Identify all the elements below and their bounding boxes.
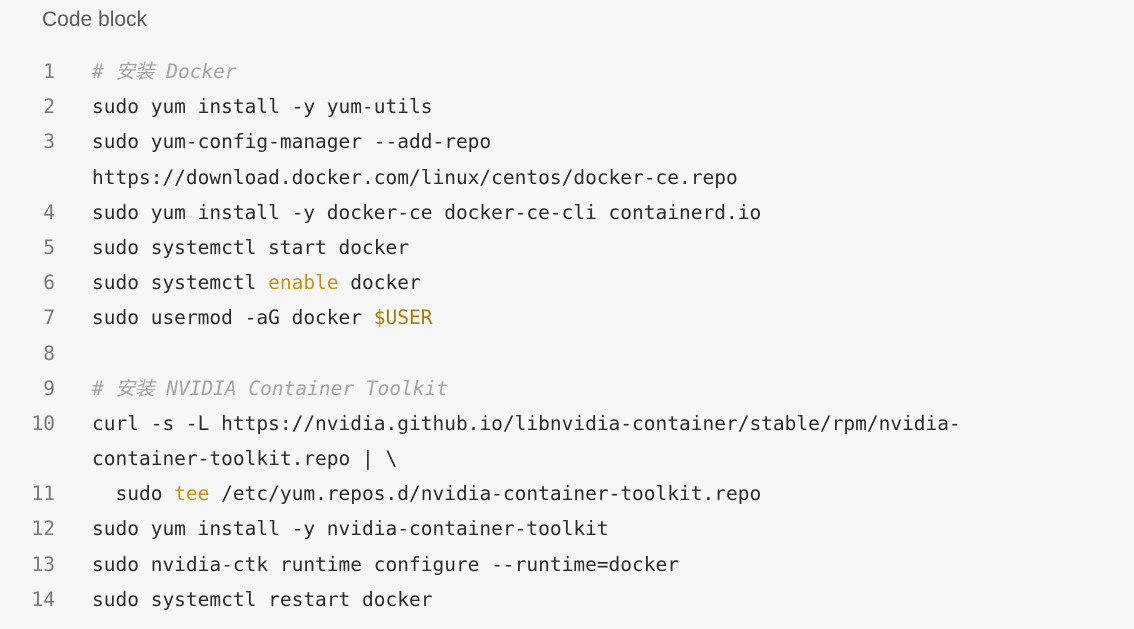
line-text: sudo systemctl start docker [92,230,1094,265]
line-content: sudo systemctl restart docker [92,582,1094,617]
line-content: ​ [92,336,1094,371]
line-content: curl -s -L https://nvidia.github.io/libn… [92,406,1094,476]
code-line: 4 sudo yum install -y docker-ce docker-ce… [0,195,1134,230]
code-comment: # 安装 NVIDIA Container Toolkit [92,376,448,400]
code-line: 12 sudo yum install -y nvidia-container-t… [0,511,1134,546]
line-content: sudo yum install -y yum-utils [92,89,1094,124]
line-number: 14 [31,587,55,611]
line-text: curl -s -L https://nvidia.github.io/libn… [92,406,1094,441]
line-text: # 安装 Docker [92,54,1094,89]
line-text: sudo systemctl enable docker [92,265,1094,300]
code-text: sudo systemctl restart docker [92,587,433,611]
line-text: sudo yum install -y nvidia-container-too… [92,511,1094,546]
code-line: 8​ [0,336,1134,371]
code-line: 7 sudo usermod -aG docker $USER [0,300,1134,335]
code-line: 9 # 安装 NVIDIA Container Toolkit [0,371,1134,406]
line-text: sudo nvidia-ctk runtime configure --runt… [92,547,1094,582]
line-text-wrapped: container-toolkit.repo | \ [92,441,1094,476]
code-text: sudo systemctl start docker [92,235,409,259]
code-text: sudo yum install -y docker-ce docker-ce-… [92,200,762,224]
line-content: sudo nvidia-ctk runtime configure --runt… [92,547,1094,582]
line-text: sudo yum-config-manager --add-repo [92,124,1094,159]
code-line: 14 sudo systemctl restart docker [0,582,1134,617]
code-text: sudo nvidia-ctk runtime configure --runt… [92,552,679,576]
line-content: sudo yum install -y docker-ce docker-ce-… [92,195,1094,230]
code-builtin: tee [174,482,210,506]
line-number: 13 [31,552,55,576]
code-line: 11 sudo tee /etc/yum.repos.d/nvidia-cont… [0,476,1134,511]
line-number: 3 [43,130,55,154]
code-text: sudo yum-config-manager --add-repo [92,130,492,154]
line-content: sudo systemctl start docker [92,230,1094,265]
code-text: sudo [92,482,175,506]
line-content: # 安装 Docker [92,54,1094,89]
code-line: 5 sudo systemctl start docker [0,230,1134,265]
line-text: ​ [92,336,1094,371]
line-number: 9 [43,376,55,400]
code-lines[interactable]: 1 # 安装 Docker 2 sudo yum install -y yum-uti… [0,54,1134,617]
code-block-title: Code block [42,8,148,31]
line-text: sudo yum install -y yum-utils [92,89,1094,124]
code-line: 3 sudo yum-config-manager --add-repo https… [0,124,1134,194]
code-text: sudo yum install -y yum-utils [92,95,433,119]
line-content: sudo systemctl enable docker [92,265,1094,300]
code-text: /etc/yum.repos.d/nvidia-container-toolki… [209,482,762,506]
line-text: sudo systemctl restart docker [92,582,1094,617]
line-content: sudo usermod -aG docker $USER [92,300,1094,335]
line-text: sudo yum install -y docker-ce docker-ce-… [92,195,1094,230]
code-text: sudo yum install -y nvidia-container-too… [92,517,609,541]
line-number: 5 [43,235,55,259]
code-builtin: enable [268,271,339,295]
line-text-wrapped: https://download.docker.com/linux/centos… [92,160,1094,195]
code-text: curl -s -L https://nvidia.github.io/libn… [92,411,961,435]
line-number: 11 [31,482,55,506]
code-variable: $USER [373,306,433,330]
line-number: 6 [43,271,55,295]
line-number: 7 [43,306,55,330]
line-number: 2 [43,95,55,119]
line-number: 8 [43,341,55,365]
line-number: 12 [31,517,55,541]
code-line: 1 # 安装 Docker [0,54,1134,89]
code-line: 13 sudo nvidia-ctk runtime configure --ru… [0,547,1134,582]
line-number: 1 [43,60,55,83]
code-line: 10 curl -s -L https://nvidia.github.io/li… [0,406,1134,476]
line-content: # 安装 NVIDIA Container Toolkit [92,371,1094,406]
line-content: sudo yum install -y nvidia-container-too… [92,511,1094,546]
code-text: docker [338,271,421,295]
line-number: 10 [31,411,55,435]
line-content: sudo yum-config-manager --add-repo https:… [92,124,1094,194]
code-text: sudo systemctl [92,271,269,295]
code-comment: # 安装 Docker [92,60,237,83]
code-text: https://download.docker.com/linux/centos… [92,165,738,189]
line-text: sudo tee /etc/yum.repos.d/nvidia-contain… [92,476,1094,511]
line-number: 4 [43,200,55,224]
line-text: # 安装 NVIDIA Container Toolkit [92,371,1094,406]
code-line: 2 sudo yum install -y yum-utils [0,89,1134,124]
code-text: container-toolkit.repo | \ [92,447,398,471]
line-content: sudo tee /etc/yum.repos.d/nvidia-contain… [92,476,1094,511]
line-text: sudo usermod -aG docker $USER [92,300,1094,335]
code-line: 6 sudo systemctl enable docker [0,265,1134,300]
code-text: sudo usermod -aG docker [92,306,374,330]
